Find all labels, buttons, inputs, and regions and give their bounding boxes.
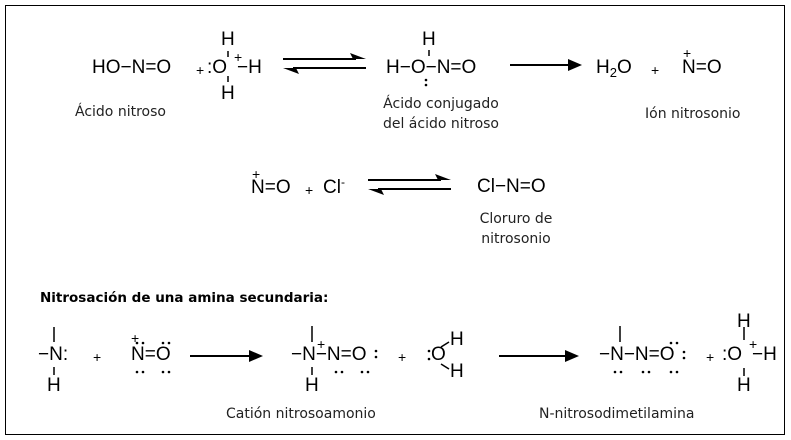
nitrosoammonium-cation-formula: −N−N=O bbox=[291, 344, 367, 365]
water-hydrogen-top: H bbox=[450, 329, 464, 350]
water-bottom-hydrogen: H bbox=[221, 83, 235, 104]
hydronium-top-hydrogen: H bbox=[737, 311, 751, 332]
nitrosonium-charge: + bbox=[131, 330, 140, 346]
plus-sign: + bbox=[706, 349, 715, 365]
plus-sign: + bbox=[93, 349, 102, 365]
water-product: H2O bbox=[596, 57, 632, 80]
water-oxygen: O bbox=[431, 344, 446, 365]
nitrosamine-formula: −N−N=O bbox=[599, 344, 675, 365]
hydronium-oxygen: :O bbox=[722, 344, 743, 365]
nitrosonium-charge: + bbox=[683, 45, 692, 61]
nitrous-acid-formula: HO−N=O bbox=[92, 57, 172, 78]
amine-formula: −N: bbox=[38, 344, 69, 365]
label-nitrosonium-ion: Ión nitrosonio bbox=[645, 106, 741, 122]
hydronium-bottom-hydrogen: H bbox=[737, 375, 751, 396]
label-n-nitrosodimethylamine: N-nitrosodimetilamina bbox=[539, 406, 695, 422]
water-top-hydrogen: H bbox=[221, 29, 235, 50]
nitrosyl-chloride-formula: Cl−N=O bbox=[477, 176, 546, 197]
nitrosonium-formula: N=O bbox=[682, 57, 722, 78]
label-nitrous-acid: Ácido nitroso bbox=[75, 104, 166, 120]
water-charge: + bbox=[234, 49, 243, 65]
conjugate-top-hydrogen: H bbox=[422, 29, 436, 50]
vertical-bonds bbox=[53, 50, 745, 376]
equilibrium-arrow-1 bbox=[283, 53, 366, 74]
amine-hydrogen: H bbox=[47, 375, 61, 396]
plus-sign: + bbox=[196, 62, 205, 78]
lone-pair-dots bbox=[135, 78, 686, 374]
water-hydrogen-bottom: H bbox=[450, 361, 464, 382]
plus-sign: + bbox=[398, 349, 407, 365]
plus-sign: + bbox=[305, 182, 314, 198]
chloride-ion: Cl- bbox=[323, 175, 345, 198]
forward-arrow-3 bbox=[499, 350, 579, 362]
conjugate-acid-formula: H−O−N=O bbox=[386, 57, 477, 78]
plus-sign: + bbox=[651, 62, 660, 78]
equilibrium-arrow-2 bbox=[368, 174, 451, 195]
forward-arrow-1 bbox=[510, 59, 582, 71]
hydronium-right-hydrogen: −H bbox=[752, 344, 777, 365]
diagram-frame bbox=[5, 5, 785, 435]
nitrosonium-formula: N=O bbox=[251, 177, 291, 198]
label-nitrosoammonium-cation: Catión nitrosoamonio bbox=[226, 406, 376, 422]
forward-arrow-2 bbox=[190, 350, 263, 362]
nitrosonium-formula: N=O bbox=[131, 344, 171, 365]
nitrosonium-charge: + bbox=[252, 166, 261, 182]
water-oxygen: :O bbox=[207, 57, 228, 78]
hydronium-charge: + bbox=[749, 336, 758, 352]
water-right-hydrogen: −H bbox=[237, 57, 262, 78]
cation-hydrogen: H bbox=[305, 375, 319, 396]
section-heading: Nitrosación de una amina secundaria: bbox=[40, 290, 329, 306]
cation-charge: + bbox=[317, 336, 326, 352]
